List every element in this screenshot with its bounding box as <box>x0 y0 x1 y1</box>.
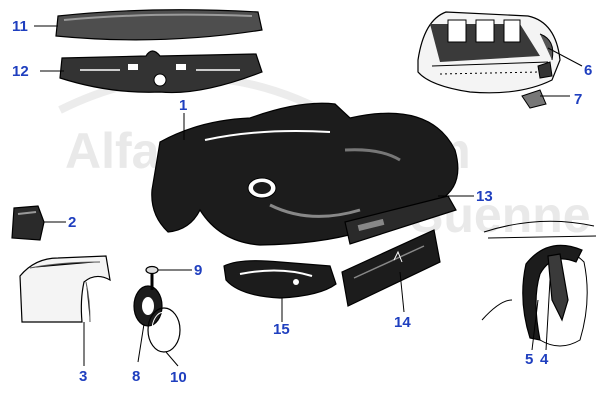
callout-5: 5 <box>525 351 533 368</box>
callout-9: 9 <box>194 262 202 279</box>
callout-1: 1 <box>179 97 187 114</box>
part-11-rear-parcel-shelf <box>55 9 263 41</box>
callout-10: 10 <box>170 369 187 386</box>
part-3-wheel-arch-repair-panel <box>19 255 111 323</box>
part-15-floor-panel <box>223 260 337 299</box>
part-4-5-side-wheel-arch-view <box>481 220 597 347</box>
callout-11: 11 <box>12 18 28 35</box>
callout-7: 7 <box>574 91 582 108</box>
callout-15: 15 <box>273 321 290 338</box>
leader-lines <box>34 25 583 367</box>
part-2-small-panel <box>11 205 45 241</box>
callout-12: 12 <box>12 63 29 80</box>
callout-4: 4 <box>540 351 549 368</box>
part-1-rear-body-shell <box>151 102 459 246</box>
part-12-rear-shelf-panel <box>59 50 263 94</box>
callout-6: 6 <box>584 62 592 79</box>
callout-14: 14 <box>394 314 411 331</box>
callout-3: 3 <box>79 368 87 385</box>
callout-13: 13 <box>476 188 493 205</box>
part-8-fuel-filler-housing <box>133 272 163 327</box>
part-14-rear-valance <box>341 229 441 307</box>
callout-8: 8 <box>132 368 140 385</box>
callout-labels: 11 12 1 2 3 8 9 10 13 14 15 4 5 6 7 <box>12 18 592 386</box>
part-10-seal-ring <box>147 307 181 353</box>
part-13-rear-panel <box>344 195 457 245</box>
part-9-grommet <box>145 265 159 275</box>
part-6-7-interior-view <box>417 11 561 109</box>
callout-2: 2 <box>68 214 76 231</box>
